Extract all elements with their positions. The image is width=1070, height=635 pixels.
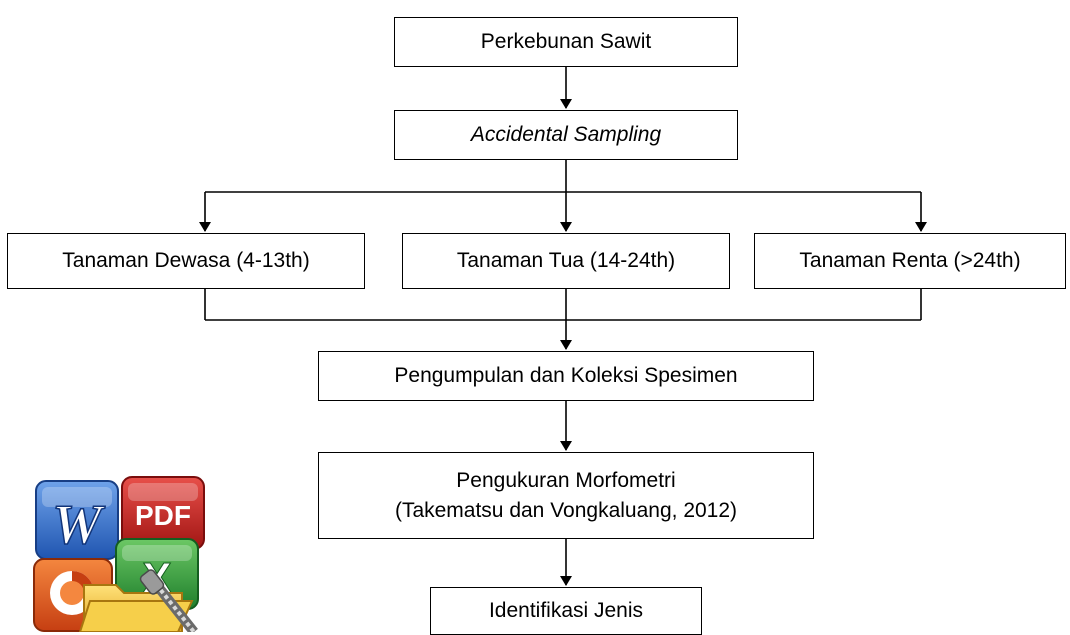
- node-label: Pengumpulan dan Koleksi Spesimen: [394, 364, 738, 387]
- node-tanaman-tua: Tanaman Tua (14-24th): [402, 233, 730, 289]
- folder-icon: [78, 584, 194, 632]
- node-pengumpulan-koleksi: Pengumpulan dan Koleksi Spesimen: [318, 351, 814, 401]
- node-label: Perkebunan Sawit: [480, 30, 652, 53]
- pdf-label: PDF: [135, 500, 191, 531]
- node-label: Identifikasi Jenis: [488, 599, 644, 622]
- word-icon: W: [35, 480, 119, 560]
- node-label: Accidental Sampling: [470, 123, 662, 146]
- node-label: Tanaman Tua (14-24th): [456, 249, 676, 272]
- node-label: Tanaman Dewasa (4-13th): [62, 249, 310, 272]
- node-label: Tanaman Renta (>24th): [799, 249, 1021, 272]
- node-identifikasi-jenis: Identifikasi Jenis: [430, 587, 702, 635]
- office-files-logo: W PDF X: [33, 476, 205, 632]
- word-letter: W: [52, 494, 106, 556]
- zipper-icon: [139, 569, 198, 632]
- node-tanaman-dewasa: Tanaman Dewasa (4-13th): [7, 233, 365, 289]
- node-tanaman-renta: Tanaman Renta (>24th): [754, 233, 1066, 289]
- node-label-line1: Pengukuran Morfometri: [456, 468, 676, 492]
- node-perkebunan-sawit: Perkebunan Sawit: [394, 17, 738, 67]
- node-pengukuran-morfometri: Pengukuran Morfometri (Takematsu dan Von…: [318, 452, 814, 539]
- node-label-line2: (Takematsu dan Vongkaluang, 2012): [394, 498, 738, 522]
- pdf-icon: PDF: [121, 476, 205, 550]
- node-accidental-sampling: Accidental Sampling: [394, 110, 738, 160]
